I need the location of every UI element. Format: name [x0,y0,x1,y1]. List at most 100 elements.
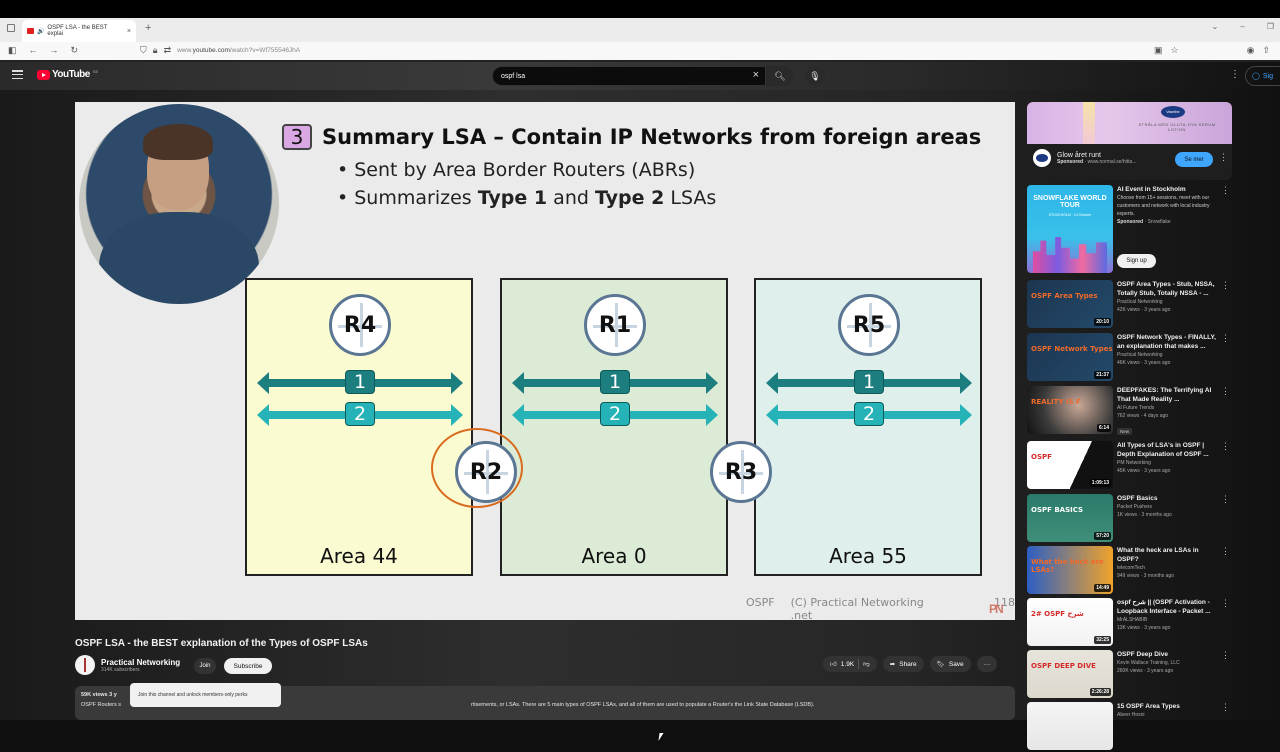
shield-icon[interactable]: ⛉ [140,45,147,55]
save-button[interactable]: 🔖︎Save [929,656,971,672]
url-text[interactable]: www.youtube.com/watch?v=Wf755546JhA [177,47,301,54]
sponsored-event-card[interactable]: SNOWFLAKE WORLD TOUR STOCKHOLM · 14 Octo… [1027,185,1232,273]
mouse-cursor [658,733,664,741]
search-input[interactable]: ospf lsa × [492,66,766,86]
reload-button-icon[interactable]: ↻ [70,45,79,55]
video-title[interactable]: What the heck are LSAs in OSPF? [1117,547,1199,563]
tab-close-icon[interactable]: × [126,27,131,35]
video-menu-kebab-icon[interactable]: ⋮ [1221,386,1230,396]
video-channel[interactable]: AI Future Trends [1117,405,1155,411]
video-title[interactable]: OSPF Basics [1117,495,1158,502]
video-channel[interactable]: PM Networking [1117,460,1151,466]
speaker-icon[interactable]: 🔊 [36,28,45,35]
youtube-logo[interactable]: YouTube SE [37,69,98,80]
lock-icon[interactable]: 🔒︎ [152,45,158,55]
sign-in-button[interactable]: ◯Sig [1245,66,1280,86]
forward-button-icon[interactable]: → [49,45,59,55]
share-button[interactable]: ➦Share [882,656,924,672]
ad-title[interactable]: AI Event in Stockholm [1117,186,1186,193]
video-menu-kebab-icon[interactable]: ⋮ [1221,441,1230,451]
video-channel[interactable]: MrALSHABIB [1117,617,1148,623]
video-channel[interactable]: Practical Networking [1117,352,1163,358]
video-menu-kebab-icon[interactable]: ⋮ [1221,650,1230,660]
video-channel[interactable]: telecomTech [1117,565,1146,571]
video-title[interactable]: DEEPFAKES: The Terrifying AI That Made R… [1117,387,1212,403]
tab-overflow-chevron-icon[interactable]: ⌄ [1211,22,1219,31]
video-menu-kebab-icon[interactable]: ⋮ [1221,494,1230,504]
back-button-icon[interactable]: ← [28,45,38,55]
settings-kebab-icon[interactable]: ⋮ [1230,69,1240,80]
video-thumbnail[interactable] [1027,702,1113,750]
permissions-icon[interactable]: ⇄ [163,45,172,55]
ad-banner-image[interactable]: Vaseline STRÅLA MED GLUTA-HYA SERUM LOTI… [1027,102,1232,144]
channel-name[interactable]: Practical Networking [101,657,181,667]
ad-menu-kebab-icon[interactable]: ⋮ [1219,152,1228,162]
video-menu-kebab-icon[interactable]: ⋮ [1221,598,1230,608]
hamburger-menu-icon[interactable] [12,70,23,79]
video-channel[interactable]: Kevin Wallace Training, LLC [1117,660,1180,666]
ad-menu-kebab-icon[interactable]: ⋮ [1221,185,1230,195]
advertiser-logo[interactable] [1033,149,1051,167]
more-actions-button[interactable]: ··· [976,656,998,672]
video-menu-kebab-icon[interactable]: ⋮ [1221,546,1230,556]
view-count: 59K views [81,692,108,698]
sponsored-ad-card[interactable]: Vaseline STRÅLA MED GLUTA-HYA SERUM LOTI… [1027,102,1232,180]
video-title[interactable]: OSPF Area Types - Stub, NSSA, Totally St… [1117,281,1215,297]
video-title[interactable]: 15 OSPF Area Types [1117,703,1180,710]
subscribe-button[interactable]: Subscribe [224,658,272,674]
join-button[interactable]: Join [194,658,216,674]
dislike-icon[interactable]: 👎︎ [863,661,870,668]
sign-up-button[interactable]: Sign up [1117,254,1156,268]
video-title[interactable]: OSPF Deep Dive [1117,651,1168,658]
video-title[interactable]: OSPF Network Types - FINALLY, an explana… [1117,334,1216,350]
tab-list-icon[interactable] [7,24,15,32]
voice-search-button[interactable]: 🎙︎ [805,66,825,86]
channel-avatar[interactable] [75,655,95,675]
like-icon[interactable]: 👍︎ [830,661,837,668]
like-count[interactable]: 1.9K [840,660,855,668]
video-title[interactable]: All Types of LSA's in OSPF | Depth Expla… [1117,442,1209,458]
video-menu-kebab-icon[interactable]: ⋮ [1221,333,1230,343]
clear-search-icon[interactable]: × [752,69,759,81]
video-player[interactable]: 3 Summary LSA – Contain IP Networks from… [75,102,1015,622]
account-icon[interactable]: ◉ [1246,45,1255,55]
reader-view-icon[interactable]: ▣ [1154,45,1163,55]
video-duration: 6:14 [1096,424,1111,432]
video-channel[interactable]: Practical Networking [1117,299,1163,305]
video-channel[interactable]: Abeer Hosni [1117,712,1145,718]
video-channel[interactable]: Packet Pushers [1117,504,1153,510]
restore-button[interactable]: ❐ [1266,22,1274,31]
search-button[interactable]: 🔍︎ [766,66,794,86]
ad-thumbnail[interactable]: SNOWFLAKE WORLD TOUR STOCKHOLM · 14 Octo… [1027,185,1113,273]
video-menu-kebab-icon[interactable]: ⋮ [1221,280,1230,290]
video-title[interactable]: ospf شرح || (OSPF Activation - Loopback … [1117,599,1211,615]
new-tab-button[interactable]: + [145,22,152,34]
address-bar[interactable]: ⛉ 🔒︎ ⇄ www.youtube.com/watch?v=Wf755546J… [140,45,300,56]
extensions-icon[interactable]: ⇧ [1262,45,1270,55]
ad-title[interactable]: Glow året runt [1057,151,1101,159]
sidebar-toggle-icon[interactable]: ◧ [8,45,17,55]
video-menu-kebab-icon[interactable]: ⋮ [1221,702,1230,712]
video-duration: 20:10 [1094,318,1111,326]
bookmark-star-icon[interactable]: ☆ [1170,45,1179,55]
minimize-button[interactable]: – [1240,22,1245,31]
ad-cta-button[interactable]: Se mer [1175,152,1213,167]
browser-tab-active[interactable]: 🔊 OSPF LSA - the BEST explai × [22,20,136,42]
video-thumbnail[interactable]: What the heck are LSAs?14:49 [1027,546,1113,594]
